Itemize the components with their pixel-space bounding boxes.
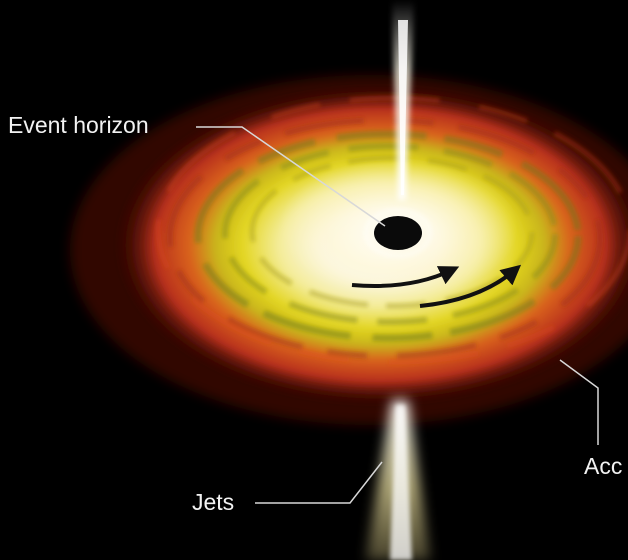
jets-leader-line xyxy=(255,461,383,504)
event-horizon-label: Event horizon xyxy=(8,112,149,138)
jet-top-core xyxy=(398,20,408,195)
event-horizon-leader-line xyxy=(196,126,386,227)
event-horizon-core xyxy=(374,216,422,250)
curved-arrow-icon xyxy=(419,264,522,308)
photon-ring xyxy=(364,208,432,258)
accretion-leader-line xyxy=(559,359,599,445)
accretion-disk-label: Acc xyxy=(584,453,623,479)
jet-bottom-core xyxy=(390,405,412,560)
disk-swirl-bands xyxy=(155,95,628,365)
jets-label: Jets xyxy=(192,489,235,515)
curved-arrow-icon xyxy=(351,266,460,288)
